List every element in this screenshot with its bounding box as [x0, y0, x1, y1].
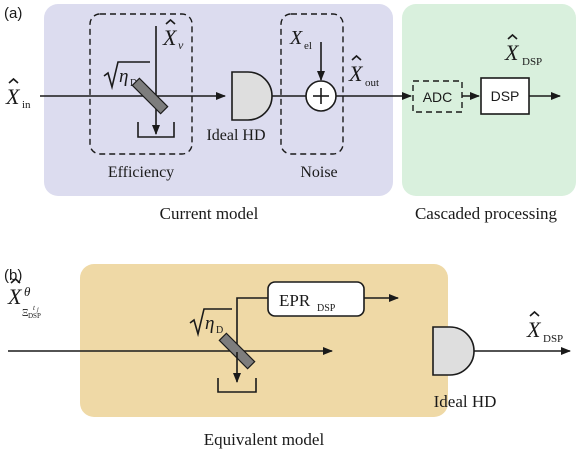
- equivalent-model-region: [80, 264, 448, 417]
- equivalent-beam-splitter: [218, 332, 256, 370]
- ideal-hd-caption: Ideal HD: [206, 127, 265, 144]
- equivalent-output-label: X DSP: [526, 310, 563, 345]
- svg-text:X: X: [7, 284, 23, 309]
- equivalent-dump-bracket: [217, 378, 257, 393]
- loss-dump-bracket: [137, 122, 175, 138]
- equivalent-ideal-hd-caption: Ideal HD: [434, 392, 497, 411]
- svg-text:EPR: EPR: [279, 291, 311, 310]
- noise-input-label: X el: [289, 27, 312, 52]
- svg-text:X: X: [162, 25, 178, 50]
- svg-text:t: t: [33, 304, 36, 312]
- current-model-caption: Current model: [160, 204, 259, 223]
- noise-adder: [305, 80, 337, 112]
- vacuum-label: X v: [162, 18, 184, 52]
- dsp-label: DSP: [491, 88, 520, 104]
- svg-text:D: D: [216, 325, 223, 336]
- svg-text:η: η: [205, 313, 214, 334]
- svg-text:η: η: [119, 66, 128, 87]
- epr-dsp-box: [267, 281, 365, 317]
- input-label: X in: [5, 77, 31, 111]
- svg-text:out: out: [365, 77, 379, 89]
- current-model-region: [44, 4, 393, 196]
- noise-caption: Noise: [300, 164, 337, 181]
- efficiency-caption: Efficiency: [108, 164, 174, 181]
- svg-text:DSP: DSP: [317, 303, 336, 314]
- equivalent-input-label: X θ Ξ DSP t j: [7, 277, 41, 320]
- svg-text:DSP: DSP: [543, 333, 563, 345]
- equivalent-model-caption: Equivalent model: [204, 430, 325, 449]
- svg-text:X: X: [504, 40, 520, 65]
- dsp-box: [480, 77, 530, 115]
- efficiency-box: [89, 13, 193, 155]
- svg-text:DSP: DSP: [522, 56, 542, 68]
- epr-dsp-label: EPR DSP: [279, 291, 336, 314]
- panel-a-label: (a): [4, 5, 22, 22]
- svg-text:X: X: [526, 317, 542, 342]
- noise-box: [280, 13, 344, 155]
- panel-b-label: (b): [4, 267, 22, 284]
- epr-feed-line: [236, 297, 268, 350]
- svg-text:DSP: DSP: [28, 312, 41, 320]
- svg-text:j: j: [36, 307, 39, 313]
- svg-text:v: v: [178, 38, 184, 52]
- equivalent-ideal-hd-detector: [432, 326, 475, 376]
- svg-text:Ξ: Ξ: [22, 308, 28, 319]
- output-label: X out: [348, 54, 379, 89]
- svg-text:X: X: [289, 27, 303, 49]
- svg-text:X: X: [5, 84, 21, 109]
- equivalent-efficiency-symbol: η D: [189, 308, 232, 338]
- beam-splitter: [131, 77, 169, 115]
- svg-text:θ: θ: [24, 284, 31, 299]
- cascaded-processing-caption: Cascaded processing: [415, 204, 558, 223]
- dsp-output-label: X DSP: [504, 33, 542, 68]
- svg-text:in: in: [22, 99, 31, 111]
- svg-text:el: el: [304, 40, 312, 52]
- svg-text:X: X: [348, 61, 364, 86]
- ideal-hd-detector: [231, 71, 273, 121]
- adc-label: ADC: [423, 89, 453, 105]
